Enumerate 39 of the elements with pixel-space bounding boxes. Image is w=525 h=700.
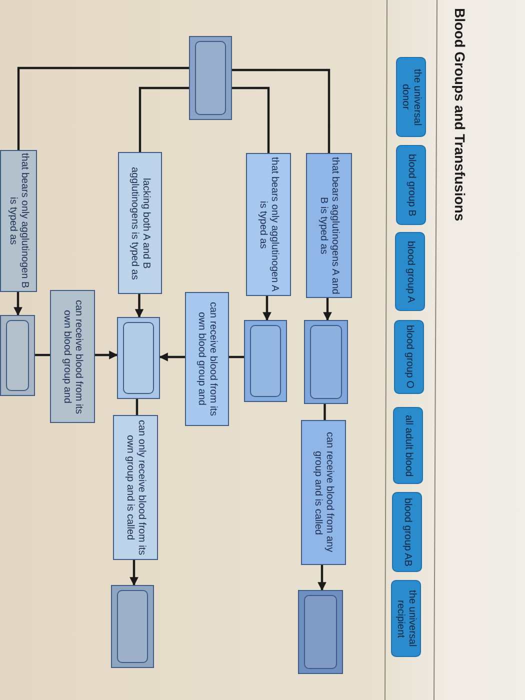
concept-box: can receive blood from its own blood group and	[50, 290, 95, 423]
answer-box	[111, 585, 154, 668]
connector-line	[229, 356, 244, 358]
answer-chip: all adult blood	[393, 407, 423, 484]
answer-box	[304, 320, 348, 404]
arrow	[134, 294, 144, 318]
arrow	[95, 350, 118, 360]
answer-chip: blood group B	[396, 145, 426, 225]
answer-chip: blood group A	[395, 232, 425, 311]
concept-box: lacking both A and B agglutinogens is typed as	[118, 152, 162, 294]
connector-line	[136, 399, 138, 415]
answer-chip: the universal donor	[396, 57, 426, 137]
answer-box	[298, 590, 343, 674]
connector-line	[232, 86, 270, 153]
concept-box: can receive blood from any group and is called	[301, 420, 346, 565]
connector-line	[17, 66, 189, 150]
answer-box	[117, 317, 160, 399]
answer-box	[189, 36, 232, 120]
answer-box	[0, 315, 35, 396]
title: Blood Groups and Transfusions	[452, 8, 468, 222]
arrow	[130, 560, 138, 586]
concept-box: that bears only agglutinogen A is typed as	[246, 153, 291, 296]
answer-chip: blood group O	[394, 320, 424, 394]
answer-box	[244, 320, 287, 402]
arrow	[262, 296, 272, 321]
connector-line	[35, 354, 50, 356]
concept-box: that bears agglutinogens A and B is typed as	[306, 153, 352, 298]
arrow	[323, 298, 332, 321]
arrow	[14, 292, 22, 316]
connector-line	[232, 68, 330, 153]
concept-box: that bears only agglutinogen B is typed as	[0, 150, 37, 292]
arrow	[159, 352, 185, 362]
connector-line	[324, 404, 326, 420]
answer-chip: blood group AB	[392, 492, 422, 572]
concept-box: can receive blood from its own blood group and	[185, 292, 229, 426]
answer-chip: the universal recipient	[391, 580, 421, 657]
connector-line	[138, 86, 189, 152]
arrow	[318, 565, 326, 591]
concept-box: can only receive blood from its own group and is called	[113, 415, 158, 560]
